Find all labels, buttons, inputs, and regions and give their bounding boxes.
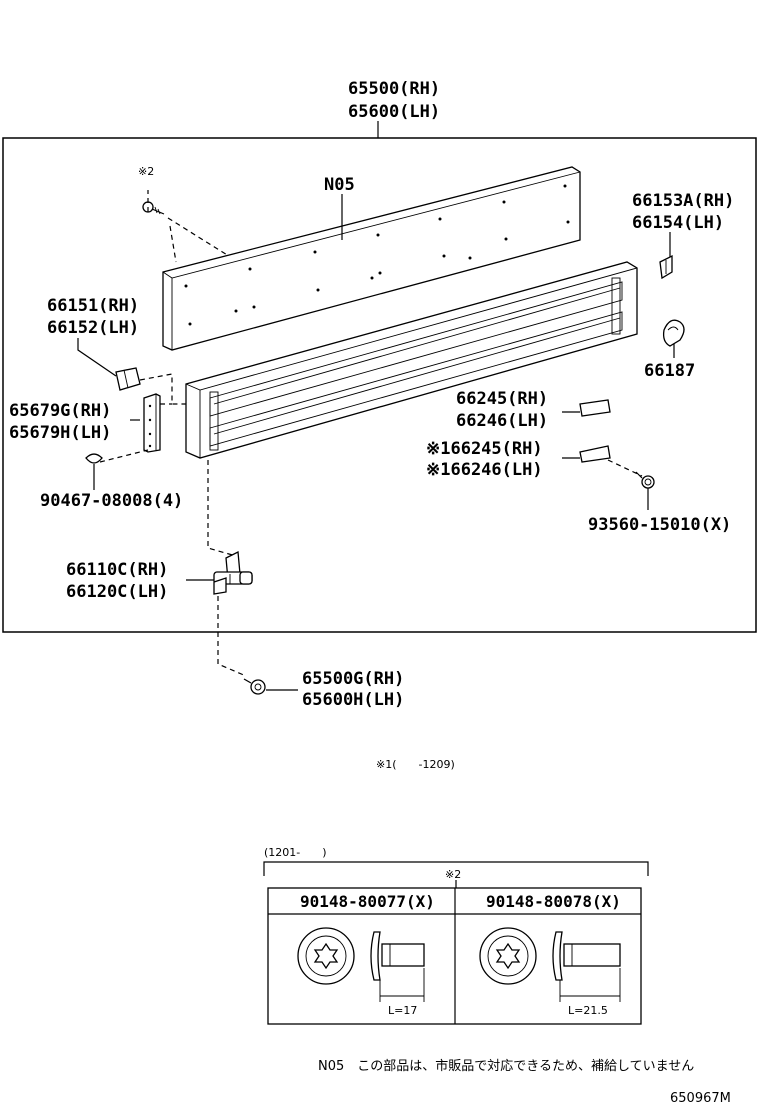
leader-66151 bbox=[77, 338, 117, 377]
screw-to-board-2 bbox=[167, 217, 233, 259]
label-66246b: ※166246(LH) bbox=[426, 460, 543, 480]
n05-board bbox=[162, 166, 581, 351]
bolt-80078-icon bbox=[479, 927, 621, 1002]
screw-bolt-top bbox=[142, 201, 165, 215]
mark2-top: ※2 bbox=[138, 165, 154, 178]
label-66246: 66246(LH) bbox=[456, 411, 548, 431]
hinge-dash-bottom bbox=[217, 596, 247, 677]
side-panel bbox=[185, 261, 638, 459]
clip-66187 bbox=[662, 319, 685, 347]
assembly-label-rh: 65500(RH) bbox=[348, 79, 440, 99]
label-65679h: 65679H(LH) bbox=[9, 423, 111, 443]
table-col1-part: 90148-80077(X) bbox=[300, 892, 435, 911]
diagram-id: 650967M bbox=[670, 1091, 731, 1106]
plate-screw-dash bbox=[607, 459, 643, 477]
table-col1-len: L=17 bbox=[388, 1004, 417, 1017]
label-65600h: 65600H(LH) bbox=[302, 690, 404, 710]
bolt-80077-icon bbox=[297, 927, 425, 1002]
label-66245: 66245(RH) bbox=[456, 389, 548, 409]
table-mark: ※2 bbox=[445, 868, 461, 881]
n05-label: N05 bbox=[324, 175, 355, 195]
table-period: (1201- ) bbox=[264, 846, 327, 859]
clip-66151 bbox=[115, 367, 141, 391]
label-66245b: ※166245(RH) bbox=[426, 439, 543, 459]
table-col2-len: L=21.5 bbox=[568, 1004, 608, 1017]
label-65500g: 65500G(RH) bbox=[302, 669, 404, 689]
rivet-90467 bbox=[85, 453, 103, 478]
table-col2-part: 90148-80078(X) bbox=[486, 892, 621, 911]
screw-93560 bbox=[635, 471, 655, 489]
label-66153a: 66153A(RH) bbox=[632, 191, 734, 211]
n05-note: N05 この部品は、市販品で対応できるため、補給していません bbox=[318, 1058, 694, 1074]
clip-66153 bbox=[659, 254, 673, 280]
clip-66151-dash bbox=[139, 373, 186, 405]
label-90467: 90467-08008(4) bbox=[40, 491, 183, 511]
label-66120c: 66120C(LH) bbox=[66, 582, 168, 602]
assembly-frame bbox=[2, 137, 757, 633]
hinge-66110 bbox=[213, 550, 253, 595]
label-66152: 66152(LH) bbox=[47, 318, 139, 338]
plate-66245 bbox=[579, 399, 611, 417]
hinge-dash-top bbox=[207, 460, 237, 557]
bolt-65500g bbox=[243, 678, 266, 695]
label-65679g: 65679G(RH) bbox=[9, 401, 111, 421]
bracket-65679 bbox=[143, 393, 161, 453]
plate-66245b bbox=[579, 445, 611, 463]
table-bracket bbox=[263, 861, 649, 876]
rivet-dash bbox=[99, 449, 149, 463]
assembly-label-lh: 65600(LH) bbox=[348, 102, 440, 122]
screw-to-board bbox=[169, 225, 177, 263]
label-66187: 66187 bbox=[644, 361, 695, 381]
label-66151: 66151(RH) bbox=[47, 296, 139, 316]
footnote-1: ※1( -1209) bbox=[376, 758, 455, 771]
label-66154: 66154(LH) bbox=[632, 213, 724, 233]
label-93560: 93560-15010(X) bbox=[588, 515, 731, 535]
label-66110c: 66110C(RH) bbox=[66, 560, 168, 580]
